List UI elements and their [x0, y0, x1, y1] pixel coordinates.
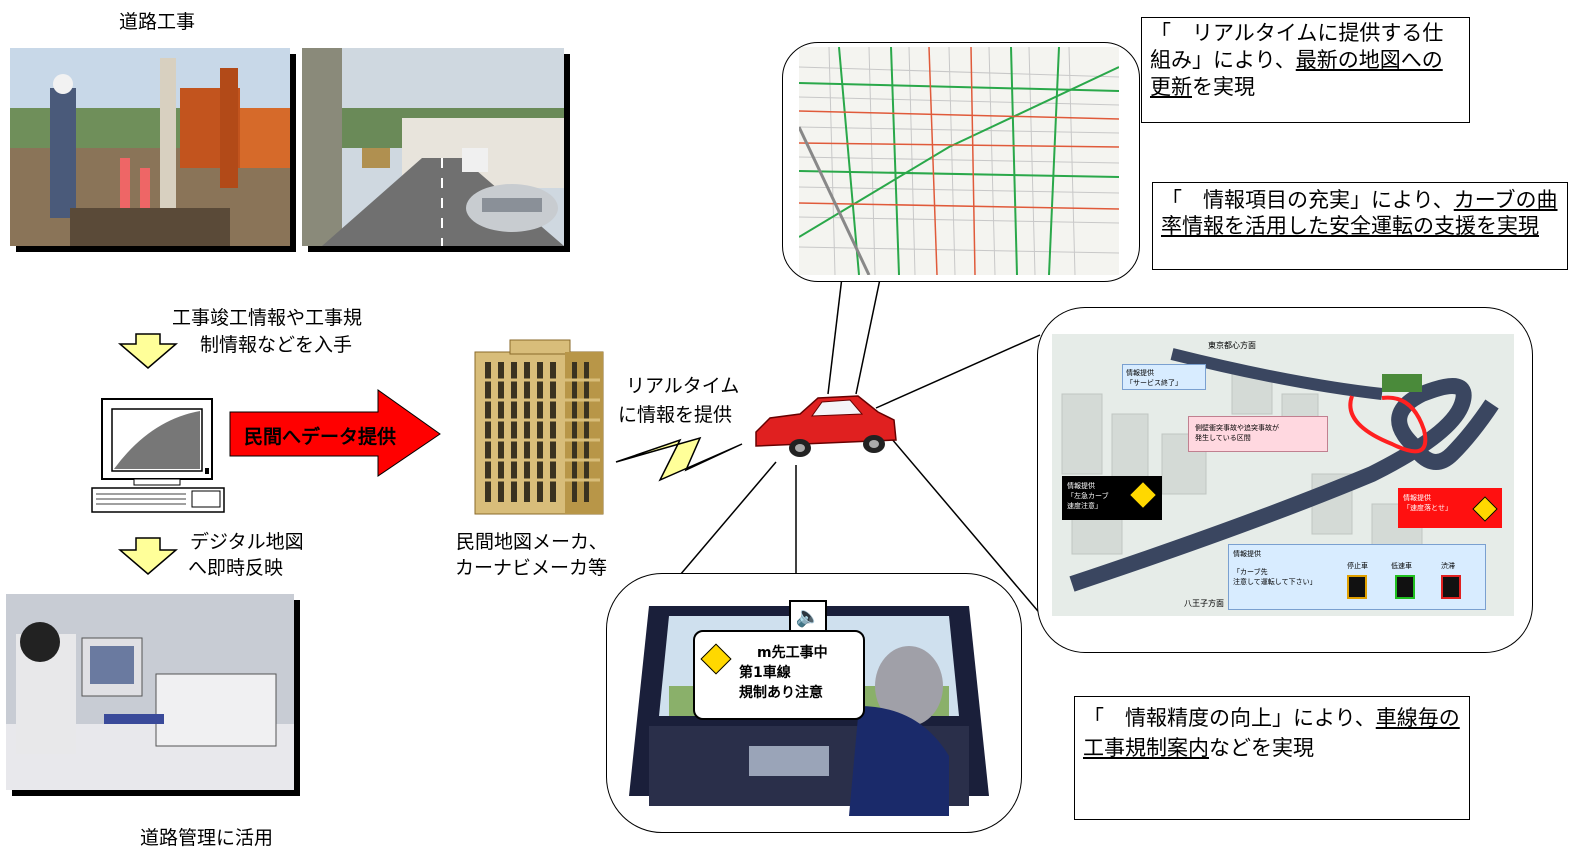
box1-link: 最新の地図への更新: [1150, 48, 1443, 99]
digital-map-image: [799, 47, 1119, 275]
office-photo: [6, 594, 294, 790]
realtime-label-line2: に情報を提供: [618, 404, 733, 426]
road-work-photo: [10, 48, 290, 246]
box3-suffix: などを実現: [1209, 736, 1314, 760]
info-acquire-label-line2: 制情報などを入手: [200, 334, 353, 356]
office-photo-art: [6, 594, 294, 790]
highway-photo: [302, 48, 564, 246]
callout5-line3: 注意して運転して下さい」: [1233, 578, 1317, 586]
legend-stop-label: 停止車: [1347, 562, 1368, 570]
dashboard-bubble: 🔈 m先工事中 第1車線 規制あり注意: [606, 573, 1022, 833]
box1-prefix: 「 リアルタイムに提供する仕組み」により、: [1150, 21, 1444, 72]
highway-photo-art: [302, 48, 564, 246]
legend-jam-icon: [1441, 575, 1461, 599]
box2-link: カーブの曲率情報を活用した安全運転の支援を実現: [1161, 188, 1558, 238]
makers-label-line1: 民間地図メーカ、: [456, 531, 608, 553]
speaker-icon: 🔈: [789, 600, 827, 634]
navi-warning-sign: m先工事中 第1車線 規制あり注意: [693, 630, 865, 720]
callout1-line2: 「サービス終了」: [1126, 379, 1182, 387]
callout5-line1: 情報提供: [1233, 550, 1261, 558]
callout2-line2: 発生している区間: [1195, 434, 1251, 442]
callout-left-curve: 情報提供 「左急カーブ 速度注意」: [1062, 476, 1162, 520]
callout-caution-ahead: 情報提供 「カーブ先 注意して運転して下さい」 停止車 低速車 渋滞: [1228, 544, 1486, 610]
curve-bottom-label: 八王子方面: [1184, 599, 1224, 608]
info-acquire-label-line1: 工事竣工情報や工事規: [172, 307, 363, 329]
realtime-label-line1: リアルタイム: [626, 375, 740, 397]
curve-info-bubble: 東京都心方面 八王子方面 情報提供 「サービス終了」 側壁衝突事故や追突事故が …: [1037, 307, 1533, 653]
yellow-down-arrow-1: [117, 333, 179, 369]
callout4-line1: 情報提供: [1403, 494, 1431, 502]
road-work-label: 道路工事: [119, 11, 196, 33]
lightning-bolt-icon: [615, 436, 743, 482]
callout-accident-zone: 側壁衝突事故や追突事故が 発生している区間: [1188, 416, 1328, 452]
data-provision-arrow-label: 民間へデータ提供: [244, 426, 397, 448]
box3-link: 車線毎の工事規制案内: [1083, 706, 1460, 760]
callout3-line2: 「左急カーブ: [1067, 492, 1109, 500]
legend-stop-icon: [1347, 575, 1367, 599]
map-bubble: [782, 42, 1140, 282]
callout-slow-down: 情報提供 「速度落とせ」: [1398, 488, 1502, 528]
legend-slow-icon: [1395, 575, 1415, 599]
construction-warning-icon: [700, 643, 732, 675]
box3-prefix: 「 情報精度の向上」により、: [1083, 706, 1376, 730]
map-reflect-label-line1: デジタル地図: [190, 531, 304, 553]
callout3-line1: 情報提供: [1067, 482, 1095, 490]
callout-service-end: 情報提供 「サービス終了」: [1122, 364, 1206, 390]
callout3-line3: 速度注意」: [1067, 502, 1102, 510]
box2-prefix: 「 情報項目の充実」により、: [1161, 188, 1454, 212]
makers-label-line2: カーナビメーカ等: [455, 557, 608, 579]
callout1-line1: 情報提供: [1126, 369, 1154, 377]
callout5-line2: 「カーブ先: [1233, 568, 1268, 576]
road-management-label: 道路管理に活用: [140, 827, 274, 849]
map-reflect-label-line2: へ即時反映: [188, 557, 284, 579]
yellow-down-arrow-2: [117, 537, 179, 575]
callout2-line1: 側壁衝突事故や追突事故が: [1195, 424, 1279, 432]
box1-suffix: を実現: [1192, 75, 1255, 99]
info-accuracy-box: 「 情報精度の向上」により、車線毎の工事規制案内などを実現: [1074, 696, 1470, 820]
info-items-box: 「 情報項目の充実」により、カーブの曲率情報を活用した安全運転の支援を実現: [1152, 182, 1568, 270]
legend-slow-label: 低速車: [1391, 562, 1412, 570]
navi-sign-line2: 第1車線: [739, 665, 791, 681]
curve-top-label: 東京都心方面: [1208, 341, 1256, 350]
road-work-photo-art: [10, 48, 290, 246]
navi-sign-line3: 規制あり注意: [739, 685, 823, 701]
realtime-mechanism-box: 「 リアルタイムに提供する仕組み」により、最新の地図への更新を実現: [1141, 17, 1470, 123]
navi-sign-line1: m先工事中: [757, 645, 828, 661]
callout4-line2: 「速度落とせ」: [1403, 504, 1452, 512]
legend-jam-label: 渋滞: [1441, 562, 1455, 570]
